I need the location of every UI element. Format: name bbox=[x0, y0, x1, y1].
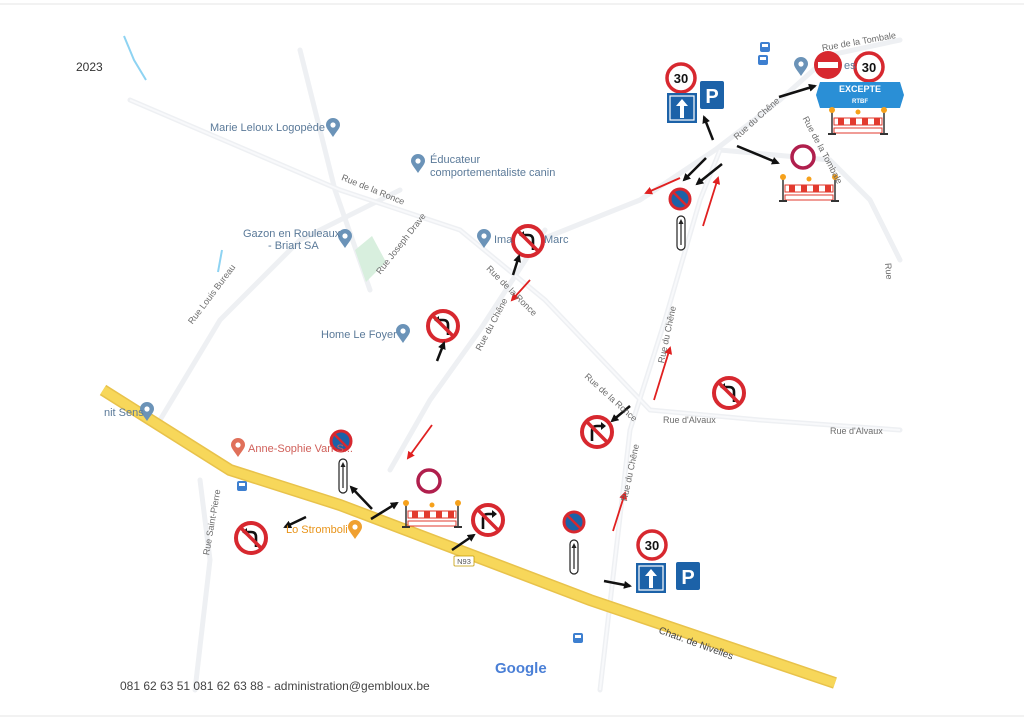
poi-label: Lo Stromboli bbox=[286, 524, 348, 536]
location-pin-icon[interactable] bbox=[411, 154, 425, 173]
route-badge: N93 bbox=[457, 557, 471, 566]
bus-stop-icon[interactable] bbox=[573, 633, 583, 643]
no-left-turn-sign-icon[interactable] bbox=[426, 309, 460, 343]
poi-label: Marie Leloux Logopède bbox=[210, 122, 325, 134]
poi-label: Anne-Sophie Van S... bbox=[248, 443, 353, 455]
no-left-turn-sign-icon[interactable] bbox=[712, 376, 746, 410]
no-right-turn-sign-icon[interactable] bbox=[471, 503, 505, 537]
food-pin-icon[interactable] bbox=[348, 520, 362, 539]
water-line bbox=[123, 35, 147, 81]
bus-stop-icon[interactable] bbox=[760, 42, 770, 52]
street-label: Rue bbox=[883, 262, 895, 280]
main-road bbox=[100, 386, 837, 688]
exception-panel[interactable]: EXCEPTE RTBF bbox=[816, 82, 904, 108]
poi-label: Marc bbox=[544, 234, 569, 246]
footer-fragment: 081 62 63 51 081 62 63 88 - administrati… bbox=[120, 679, 430, 693]
one-way-sign-icon[interactable] bbox=[666, 92, 698, 124]
speed-limit-sign[interactable]: 30 bbox=[665, 62, 697, 94]
poi-label: Éducateur bbox=[430, 154, 481, 166]
poi-label: Home Le Foyer bbox=[321, 329, 397, 341]
no-parking-sign-icon[interactable] bbox=[668, 187, 692, 211]
svg-text:30: 30 bbox=[674, 71, 688, 86]
no-left-turn-sign-icon[interactable] bbox=[234, 521, 268, 555]
poi-label: Gazon en Rouleaux bbox=[243, 228, 341, 240]
road-barrier-icon[interactable] bbox=[827, 106, 889, 135]
speed-limit-sign[interactable]: 30 bbox=[636, 529, 668, 561]
poi-label: nit Sens bbox=[104, 407, 144, 419]
exception-label: EXCEPTE bbox=[839, 84, 881, 94]
restaurant-pin-icon[interactable] bbox=[231, 438, 245, 457]
bus-stop-icon[interactable] bbox=[758, 55, 768, 65]
route-badge-box bbox=[453, 555, 475, 567]
no-entry-sign-icon[interactable] bbox=[814, 51, 842, 79]
exception-sub: RTBF bbox=[852, 99, 868, 105]
parking-both-sides-marker-icon bbox=[676, 215, 686, 251]
minor-road-cores bbox=[129, 99, 901, 691]
poi-label: comportementaliste canin bbox=[430, 167, 556, 179]
bus-stop-icon[interactable] bbox=[237, 481, 247, 491]
svg-text:P: P bbox=[705, 86, 718, 108]
street-label: Rue d'Alvaux bbox=[830, 426, 883, 436]
poi-label: Ima bbox=[494, 234, 513, 246]
poi-label: es bbox=[844, 60, 856, 72]
poi-label: - Briart SA bbox=[268, 240, 319, 252]
speed-limit-sign[interactable]: 30 bbox=[853, 51, 885, 83]
google-logo: Google bbox=[495, 660, 547, 677]
water-line-2 bbox=[217, 249, 223, 273]
parking-both-sides-marker-icon bbox=[569, 539, 579, 575]
park-area bbox=[355, 236, 386, 282]
no-parking-sign-icon[interactable] bbox=[562, 510, 586, 534]
minor-roads bbox=[127, 37, 903, 693]
no-vehicles-sign-icon[interactable] bbox=[416, 468, 442, 494]
location-pin-icon[interactable] bbox=[396, 324, 410, 343]
svg-text:30: 30 bbox=[645, 538, 659, 553]
location-pin-icon[interactable] bbox=[794, 57, 808, 76]
year-fragment: 2023 bbox=[76, 60, 103, 74]
street-label: Rue d'Alvaux bbox=[663, 415, 716, 425]
road-barrier-icon[interactable] bbox=[401, 499, 463, 528]
no-left-turn-sign-icon[interactable] bbox=[511, 224, 545, 258]
no-right-turn-sign-icon[interactable] bbox=[580, 415, 614, 449]
parking-both-sides-marker-icon bbox=[338, 458, 348, 494]
parking-sign[interactable]: P bbox=[700, 81, 724, 109]
no-vehicles-sign-icon[interactable] bbox=[790, 144, 816, 170]
traffic-arrows-black bbox=[283, 83, 817, 589]
traffic-arrows-red bbox=[406, 176, 721, 532]
svg-text:30: 30 bbox=[862, 60, 876, 75]
one-way-sign-icon[interactable] bbox=[635, 562, 667, 594]
road-barrier-icon[interactable] bbox=[778, 173, 840, 202]
svg-text:P: P bbox=[681, 567, 694, 589]
parking-sign[interactable]: P bbox=[676, 562, 700, 590]
location-pin-icon[interactable] bbox=[326, 118, 340, 137]
